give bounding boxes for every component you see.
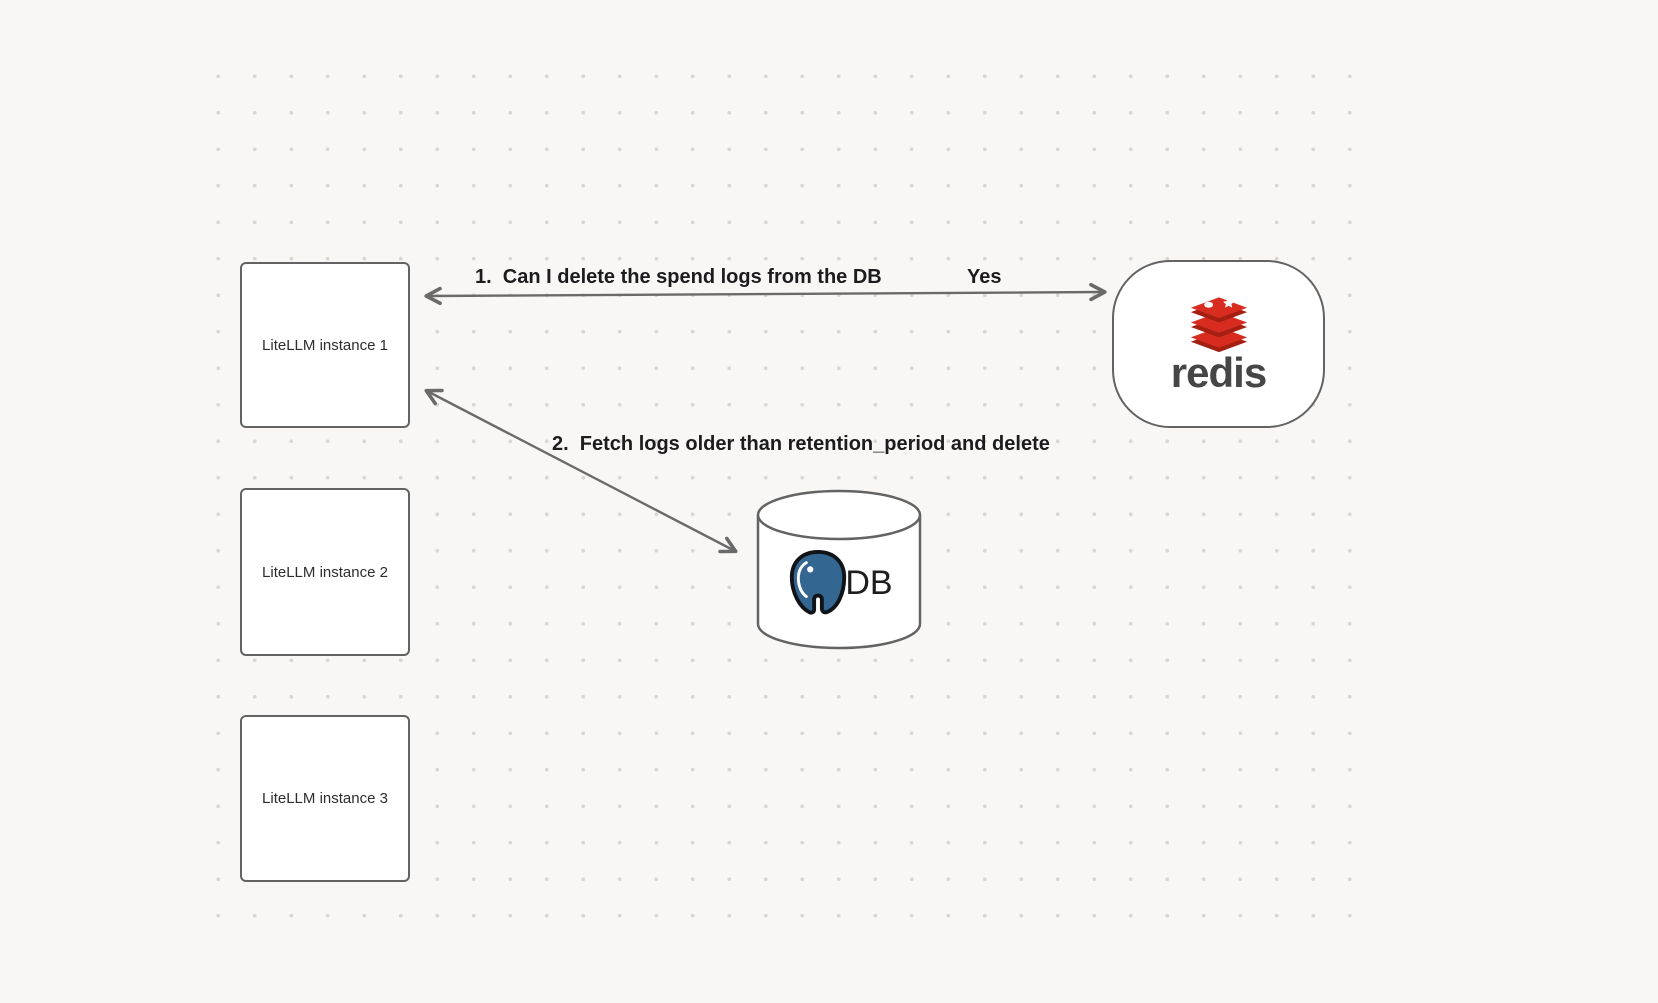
postgresql-elephant-icon [790,549,847,615]
redis-logo-icon [1190,297,1247,353]
litellm-instance-2-label: LiteLLM instance 2 [262,563,388,581]
node-litellm-instance-3: LiteLLM instance 3 [240,715,410,882]
node-litellm-instance-1: LiteLLM instance 1 [240,262,410,428]
node-litellm-instance-2: LiteLLM instance 2 [240,488,410,656]
db-content: DB [755,544,923,622]
edge-2-label: 2. Fetch logs older than retention_perio… [552,433,1050,455]
node-postgres-db: DB [755,488,923,652]
redis-wordmark: redis [1170,349,1267,396]
node-redis: redis [1112,260,1325,428]
litellm-instance-3-label: LiteLLM instance 3 [262,790,388,807]
litellm-instance-1-label: LiteLLM instance 1 [262,336,388,354]
edge-1-label: 1. Can I delete the spend logs from the … [475,266,882,288]
db-label: DB [845,563,893,602]
edge-1-reply-label: Yes [967,266,1002,288]
